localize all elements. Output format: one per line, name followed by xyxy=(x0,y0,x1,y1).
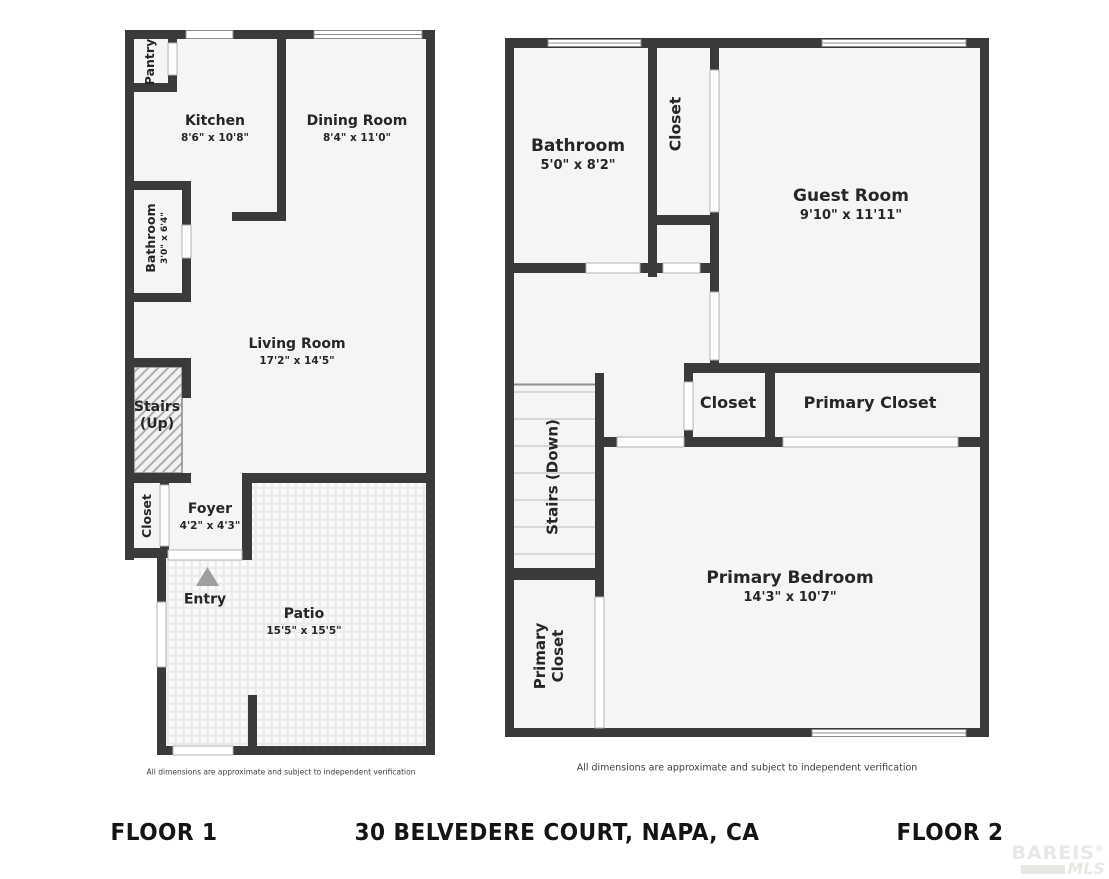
registered-trademark-icon: ® xyxy=(1095,844,1105,855)
floor2-floor-fill xyxy=(505,38,989,737)
bathroom-f2-dimensions: 5'0" x 8'2" xyxy=(540,158,616,173)
dining-room-dimensions: 8'4" x 11'0" xyxy=(323,131,391,144)
floor1-door-openings xyxy=(156,42,243,756)
floor2-disclaimer: All dimensions are approximate and subje… xyxy=(576,762,918,774)
kitchen-dimensions: 8'6" x 10'8" xyxy=(181,131,249,144)
room-label-bathroom-f2: Bathroom 5'0" x 8'2" xyxy=(531,136,625,175)
patio-tile-area xyxy=(166,483,426,746)
bareis-mls-watermark: BAREIS® MLS xyxy=(1011,844,1105,877)
bathroom-f1-name: Bathroom xyxy=(143,203,159,273)
address-title: 30 BELVEDERE COURT, NAPA, CA xyxy=(354,820,760,846)
foyer-name: Foyer xyxy=(187,501,233,518)
watermark-brand: BAREIS xyxy=(1011,842,1095,864)
room-label-bathroom-f1: Bathroom 3'0" x 6'4" xyxy=(143,203,171,272)
room-label-dining-room: Dining Room 8'4" x 11'0" xyxy=(307,113,408,145)
room-label-primary-closet-2: Primary Closet xyxy=(531,622,567,690)
room-label-kitchen: Kitchen 8'6" x 10'8" xyxy=(181,113,249,145)
room-label-stairs-down: Stairs (Down) xyxy=(543,419,562,535)
floor1-title: FLOOR 1 xyxy=(110,820,218,846)
room-label-primary-bedroom: Primary Bedroom 14'3" x 10'7" xyxy=(706,568,873,607)
foyer-dimensions: 4'2" x 4'3" xyxy=(179,519,241,532)
floor1-walls xyxy=(125,30,435,755)
primary-bedroom-name: Primary Bedroom xyxy=(706,567,874,588)
kitchen-name: Kitchen xyxy=(184,113,246,130)
room-label-pantry: Pantry xyxy=(142,38,158,86)
patio-name: Patio xyxy=(283,606,325,623)
room-label-closet-top-f2: Closet xyxy=(666,96,685,152)
room-label-closet-f1: Closet xyxy=(139,494,155,538)
floor2-windows xyxy=(547,39,967,737)
floor2-title: FLOOR 2 xyxy=(896,820,1004,846)
patio-dimensions: 15'5" x 15'5" xyxy=(266,624,342,637)
guest-room-dimensions: 9'10" x 11'11" xyxy=(799,208,903,223)
living-room-name: Living Room xyxy=(248,336,346,353)
floor1-disclaimer: All dimensions are approximate and subje… xyxy=(146,767,416,777)
bathroom-f1-dimensions: 3'0" x 6'4" xyxy=(159,211,170,265)
primary-bedroom-dimensions: 14'3" x 10'7" xyxy=(743,590,837,605)
room-label-patio: Patio 15'5" x 15'5" xyxy=(266,606,341,638)
guest-room-name: Guest Room xyxy=(793,185,909,206)
room-label-closet-mid-f2: Closet xyxy=(699,393,757,412)
room-label-living-room: Living Room 17'2" x 14'5" xyxy=(248,336,345,368)
dining-room-name: Dining Room xyxy=(306,113,408,130)
floor2-stair-treads xyxy=(514,383,595,555)
watermark-sub: MLS xyxy=(1067,859,1105,878)
entry-direction-icon xyxy=(196,567,219,586)
floor1-windows xyxy=(185,30,423,39)
floor2-door-openings xyxy=(585,69,959,729)
living-room-dimensions: 17'2" x 14'5" xyxy=(259,354,335,367)
room-label-stairs-up: Stairs (Up) xyxy=(133,399,181,432)
room-label-guest-room: Guest Room 9'10" x 11'11" xyxy=(793,186,909,225)
bathroom-f2-name: Bathroom xyxy=(530,135,626,156)
entry-label: Entry xyxy=(183,591,227,608)
room-label-primary-closet: Primary Closet xyxy=(803,393,937,412)
watermark-bar xyxy=(1021,864,1066,874)
room-label-foyer: Foyer 4'2" x 4'3" xyxy=(180,501,241,533)
